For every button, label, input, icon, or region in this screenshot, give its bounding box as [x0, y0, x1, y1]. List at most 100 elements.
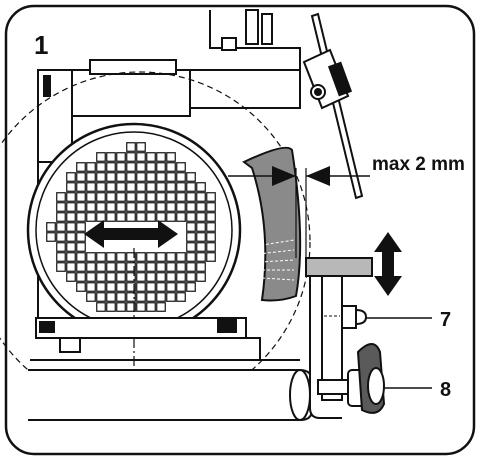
grille-cell — [166, 252, 176, 262]
grille-cell — [76, 192, 86, 202]
grille-cell — [76, 212, 86, 222]
grille-cell — [206, 192, 216, 202]
grille-cell — [106, 282, 116, 292]
grille-cell — [106, 192, 116, 202]
grille-cell — [176, 202, 186, 212]
grille-cell — [156, 212, 166, 222]
grille-cell — [116, 212, 126, 222]
grille-cell — [176, 282, 186, 292]
grille-cell — [116, 192, 126, 202]
grille-cell — [126, 192, 136, 202]
grille-cell — [136, 302, 146, 312]
grille-cell — [176, 252, 186, 262]
grille-cell — [156, 252, 166, 262]
grille-cell — [156, 172, 166, 182]
grille-cell — [76, 272, 86, 282]
grille-cell — [146, 172, 156, 182]
grille-cell — [96, 302, 106, 312]
base-rail — [28, 369, 313, 421]
grille-cell — [116, 182, 126, 192]
callout-7-label: 7 — [440, 309, 451, 331]
grille-cell — [66, 252, 76, 262]
grille-cell — [206, 242, 216, 252]
grille-cell — [106, 182, 116, 192]
grille-cell — [186, 282, 196, 292]
grille-cell — [196, 242, 206, 252]
grille-cell — [96, 182, 106, 192]
grille-cell — [66, 222, 76, 232]
grille-cell — [106, 162, 116, 172]
grille-cell — [136, 172, 146, 182]
grille-cell — [166, 272, 176, 282]
grille-cell — [96, 252, 106, 262]
eye-shield — [302, 12, 364, 200]
grille-cell — [156, 182, 166, 192]
grille-cell — [166, 182, 176, 192]
grille-cell — [136, 262, 146, 272]
grille-cell — [146, 252, 156, 262]
grille-cell — [56, 212, 66, 222]
grinding-wheel-icon — [242, 146, 302, 302]
grille-cell — [166, 262, 176, 272]
grille-cell — [156, 202, 166, 212]
grille-cell — [126, 252, 136, 262]
grille-cell — [136, 272, 146, 282]
grille-cell — [206, 212, 216, 222]
grille-cell — [146, 212, 156, 222]
grille-cell — [126, 272, 136, 282]
grille-cell — [46, 222, 56, 232]
grille-cell — [186, 272, 196, 282]
grille-cell — [46, 232, 56, 242]
motor-base — [30, 317, 300, 361]
grille-cell — [126, 162, 136, 172]
grille-cell — [166, 212, 176, 222]
double-arrow-horizontal-icon — [84, 220, 178, 248]
grille-cell — [126, 182, 136, 192]
grille-cell — [196, 232, 206, 242]
grille-cell — [86, 212, 96, 222]
grille-cell — [96, 282, 106, 292]
grille-cell — [156, 262, 166, 272]
grille-cell — [116, 292, 126, 302]
grille-cell — [126, 262, 136, 272]
grille-cell — [136, 182, 146, 192]
grille-cell — [186, 192, 196, 202]
grille-cell — [136, 152, 146, 162]
screw-7 — [341, 305, 368, 329]
clearance-label: max 2 mm — [372, 154, 465, 175]
grille-cell — [76, 222, 86, 232]
clearance-arrows — [228, 166, 370, 186]
grille-cell — [106, 302, 116, 312]
grille-cell — [176, 262, 186, 272]
grille-cell — [116, 252, 126, 262]
grille-cell — [96, 162, 106, 172]
grille-cell — [96, 272, 106, 282]
grille-cell — [56, 252, 66, 262]
grille-cell — [146, 202, 156, 212]
grille-cell — [116, 272, 126, 282]
grille-cell — [66, 242, 76, 252]
grille-cell — [116, 262, 126, 272]
grille-cell — [126, 282, 136, 292]
grille-cell — [96, 212, 106, 222]
clamp-knob-icon — [317, 343, 386, 414]
grille-cell — [56, 202, 66, 212]
grille-cell — [56, 222, 66, 232]
grille-cell — [116, 162, 126, 172]
wheel-hatching — [255, 239, 295, 281]
grille-cell — [126, 212, 136, 222]
grille-cell — [156, 292, 166, 302]
grille-cell — [66, 262, 76, 272]
fan-grille-icon — [46, 142, 216, 312]
grille-cell — [66, 232, 76, 242]
grille-cell — [186, 212, 196, 222]
grille-cell — [136, 192, 146, 202]
grille-cell — [186, 232, 196, 242]
grille-cell — [76, 262, 86, 272]
grille-cell — [186, 222, 196, 232]
grille-cell — [146, 272, 156, 282]
grille-cell — [196, 212, 206, 222]
grille-cell — [166, 172, 176, 182]
